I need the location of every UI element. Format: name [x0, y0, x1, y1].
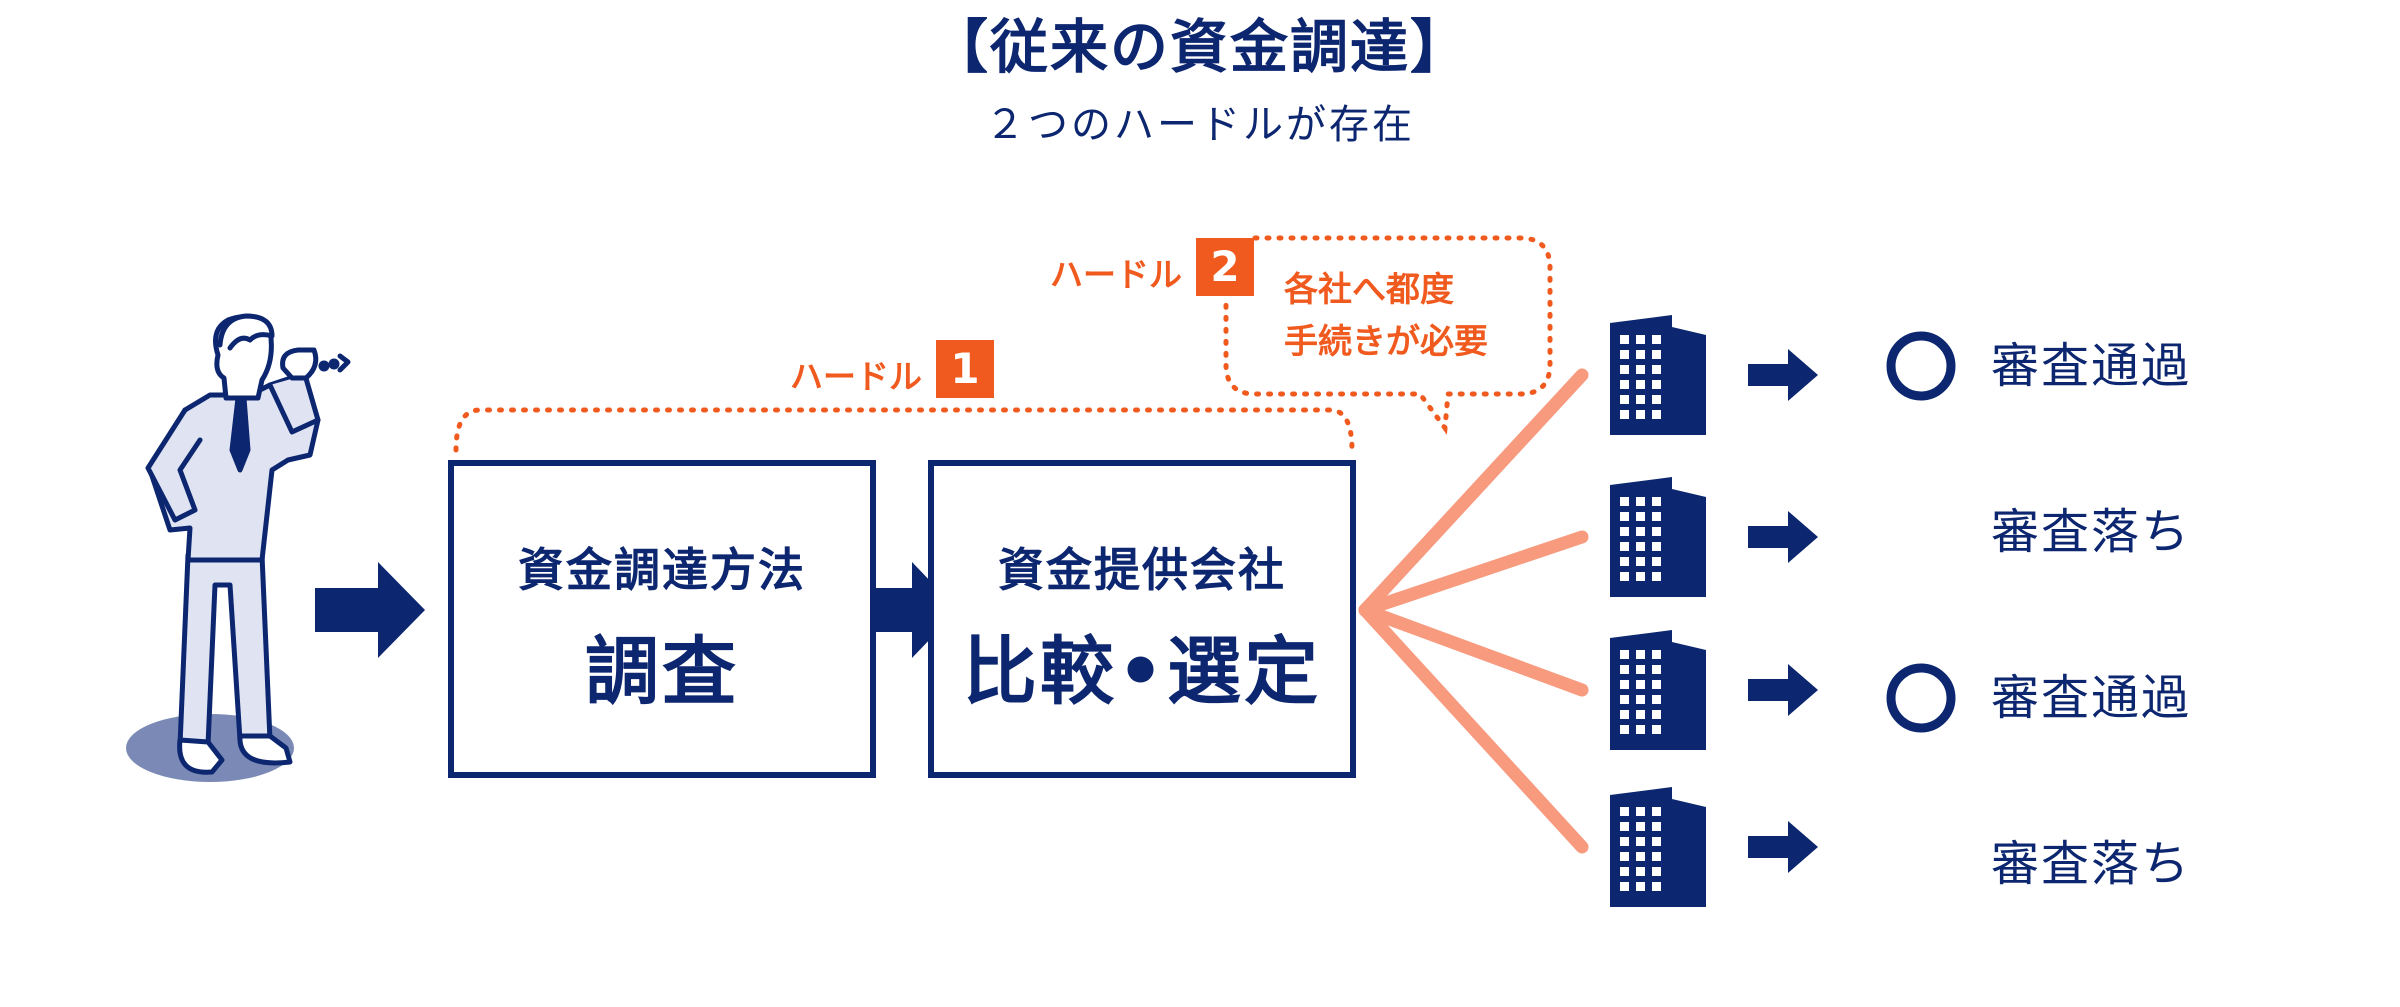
- building-icon: [1610, 787, 1706, 907]
- page-subtitle: ２つのハードルが存在: [985, 102, 1415, 148]
- result-pill-fail: 審査落ち: [1826, 461, 2246, 603]
- hurdle-1-label: ハードル: [790, 357, 922, 396]
- arrow-right-icon: [1748, 821, 1818, 873]
- arrow-right-icon: [315, 562, 425, 658]
- step-2-title: 比較•選定: [962, 629, 1322, 715]
- building-icon: [1610, 315, 1706, 435]
- cross-icon: [1884, 495, 1958, 569]
- step-box-research: 資金調達方法 調査: [448, 460, 876, 778]
- building-icon: [1610, 477, 1706, 597]
- arrow-right-icon: [1748, 349, 1818, 401]
- bubble-line-2: 手続きが必要: [1284, 322, 1488, 362]
- circle-icon: [1884, 329, 1958, 403]
- hurdle-1-bracket: [453, 407, 1355, 453]
- result-pill-fail: 審査落ち: [1826, 793, 2246, 935]
- step-2-subtitle: 資金提供会社: [998, 543, 1286, 597]
- step-1-title: 調査: [585, 629, 739, 715]
- cross-icon: [1884, 827, 1958, 901]
- result-pill-pass: 審査通過: [1826, 627, 2246, 769]
- building-icon: [1610, 630, 1706, 750]
- result-label: 審査落ち: [1991, 836, 2192, 892]
- result-label: 審査通過: [1991, 670, 2192, 726]
- arrow-right-icon: [1748, 664, 1818, 716]
- hurdle-2-number: 2: [1196, 238, 1254, 296]
- bubble-line-1: 各社へ都度: [1284, 270, 1454, 310]
- hurdle-1-number: 1: [936, 340, 994, 398]
- step-box-compare: 資金提供会社 比較•選定: [928, 460, 1356, 778]
- page-title: 【従来の資金調達】: [929, 13, 1470, 81]
- result-label: 審査落ち: [1991, 504, 2192, 560]
- arrow-right-icon: [872, 562, 958, 658]
- result-label: 審査通過: [1991, 338, 2192, 394]
- speech-bubble: [1223, 235, 1553, 435]
- result-pill-pass: 審査通過: [1826, 295, 2246, 437]
- arrow-right-icon: [1748, 511, 1818, 563]
- circle-icon: [1884, 661, 1958, 735]
- businessman-illustration: [126, 313, 351, 782]
- step-1-subtitle: 資金調達方法: [518, 543, 806, 597]
- hurdle-2-label: ハードル: [1050, 255, 1182, 294]
- fan-lines: [1358, 368, 1589, 854]
